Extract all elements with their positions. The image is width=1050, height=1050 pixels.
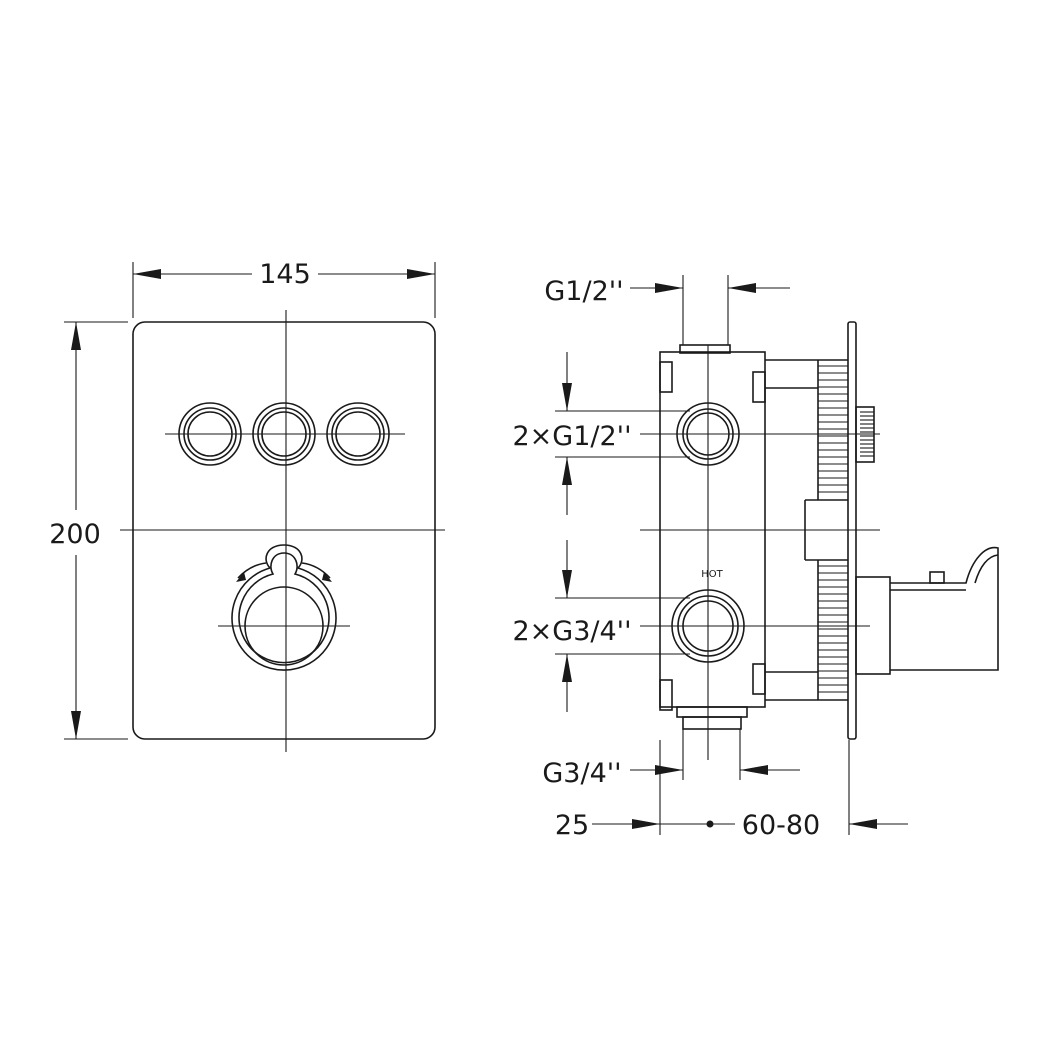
push-button-1 xyxy=(178,402,242,466)
thread-grooves xyxy=(818,365,848,693)
height-dimension: 200 xyxy=(49,321,128,740)
hot-label: HOT xyxy=(701,569,723,580)
top-outlet-dimension: G1/2'' xyxy=(544,275,790,345)
bottom-outlet xyxy=(676,706,748,730)
side-view: HOT xyxy=(512,275,999,841)
lower-ports-label: 2×G3/4'' xyxy=(512,616,631,647)
depth-dimension: 25 60-80 xyxy=(555,740,908,841)
bottom-outlet-label: G3/4'' xyxy=(542,758,621,789)
button-stem xyxy=(855,406,875,463)
wall-range-label: 60-80 xyxy=(742,810,820,841)
width-dimension: 145 xyxy=(132,259,436,318)
upper-ports-label: 2×G1/2'' xyxy=(512,421,631,452)
body-notches xyxy=(659,361,766,711)
temperature-knob xyxy=(231,544,337,671)
bottom-outlet-dimension: G3/4'' xyxy=(542,729,800,789)
push-button-3 xyxy=(326,402,390,466)
lower-ports-dimension: 2×G3/4'' xyxy=(512,540,690,712)
push-button-2 xyxy=(252,402,316,466)
top-outlet xyxy=(679,344,731,354)
upper-ports-dimension: 2×G1/2'' xyxy=(512,352,690,515)
front-view: 145 200 xyxy=(49,259,445,752)
handle xyxy=(855,546,999,675)
depth-label: 25 xyxy=(555,810,589,841)
top-outlet-label: G1/2'' xyxy=(544,276,623,307)
height-label: 200 xyxy=(49,519,101,550)
wall-flange xyxy=(847,321,857,740)
width-label: 145 xyxy=(259,259,311,290)
threaded-sleeve xyxy=(765,359,848,701)
